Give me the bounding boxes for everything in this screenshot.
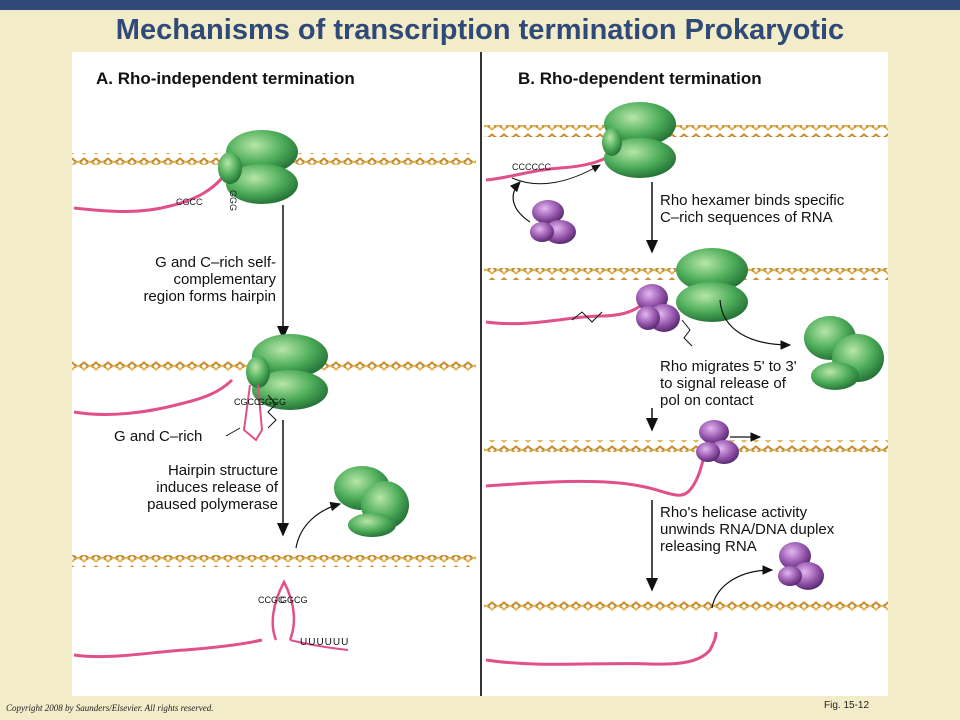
pointer-line xyxy=(511,164,601,185)
rna-hairpin xyxy=(242,384,264,442)
caption-line: induces release of xyxy=(156,479,278,496)
copyright-notice: Copyright 2008 by Saunders/Elsevier. All… xyxy=(6,703,214,713)
dna-strand xyxy=(484,600,888,612)
rna-strand xyxy=(73,378,234,416)
rna-polymerase xyxy=(676,248,748,322)
rna-strand xyxy=(485,449,708,497)
rna-strand xyxy=(73,638,263,659)
caption-line: Rho's helicase activity xyxy=(660,504,808,521)
rna-polymerase xyxy=(602,102,676,178)
process-arrow xyxy=(509,181,531,223)
top-bar xyxy=(0,0,960,10)
caption-line: Rho migrates 5' to 3' xyxy=(660,358,797,375)
figure-number: Fig. 15-12 xyxy=(824,700,870,711)
rna-strand xyxy=(73,169,230,213)
hairpin-right-bases: GGGG xyxy=(258,398,286,407)
rho-hexamer xyxy=(696,420,739,464)
rna-tail xyxy=(289,639,349,651)
process-arrow xyxy=(711,565,774,609)
released-rho xyxy=(778,542,824,590)
panel-b-step3: Rho's helicase activity unwinds RNA/DNA … xyxy=(660,504,834,555)
panel-a-step1: G and C–rich self- complementary region … xyxy=(118,254,276,305)
process-arrow xyxy=(295,501,342,549)
process-arrow xyxy=(719,299,792,350)
panel-divider xyxy=(480,52,482,696)
caption-line: complementary xyxy=(173,271,276,288)
caption-line: C–rich sequences of RNA xyxy=(660,209,833,226)
rna-sequence: CGCC xyxy=(176,197,203,207)
dna-strand xyxy=(484,440,888,452)
dna-strand xyxy=(72,555,476,567)
rna-strand xyxy=(485,631,718,666)
caption-line: pol on contact xyxy=(660,392,754,409)
slide-title: Mechanisms of transcription termination … xyxy=(115,14,845,46)
pointer-line xyxy=(681,319,693,347)
caption-line: G and C–rich self- xyxy=(155,254,276,271)
pointer-line xyxy=(571,311,603,323)
gc-rich-label: G and C–rich xyxy=(114,428,203,445)
caption-line: unwinds RNA/DNA duplex xyxy=(660,521,835,538)
panel-b-step1: Rho hexamer binds specific C–rich sequen… xyxy=(660,192,844,226)
rna-polymerase xyxy=(218,130,298,204)
rna-sequence: CCCCCC xyxy=(512,162,551,172)
caption-line: Hairpin structure xyxy=(167,462,278,479)
rho-hexamer xyxy=(530,200,576,244)
caption-line: region forms hairpin xyxy=(143,288,276,305)
pointer-line xyxy=(225,427,241,437)
rna-sequence: GGG xyxy=(228,190,238,211)
panel-b-title: B. Rho-dependent termination xyxy=(518,69,762,88)
hairpin-left-bases: CGCC xyxy=(234,398,261,407)
panel-b-step2: Rho migrates 5' to 3' to signal release … xyxy=(660,358,797,409)
hairpin-left-bases: CCGC xyxy=(258,596,285,605)
rna-strand xyxy=(485,304,641,326)
caption-line: Rho hexamer binds specific xyxy=(660,192,845,209)
pointer-line xyxy=(267,394,277,429)
rho-hexamer xyxy=(636,284,680,332)
panel-a-title: A. Rho-independent termination xyxy=(96,69,355,88)
rna-tail-sequence: UUUUUU xyxy=(300,637,350,648)
rna-hairpin xyxy=(271,579,296,641)
rna-polymerase xyxy=(246,334,328,410)
dna-strand xyxy=(484,125,888,137)
released-polymerase xyxy=(334,466,409,537)
caption-line: releasing RNA xyxy=(660,538,757,555)
panel-a-step2: Hairpin structure induces release of pau… xyxy=(118,462,278,513)
hairpin-right-bases: GGCG xyxy=(280,596,308,605)
caption-line: paused polymerase xyxy=(147,496,278,513)
released-polymerase xyxy=(804,316,884,390)
caption-line: to signal release of xyxy=(660,375,786,392)
